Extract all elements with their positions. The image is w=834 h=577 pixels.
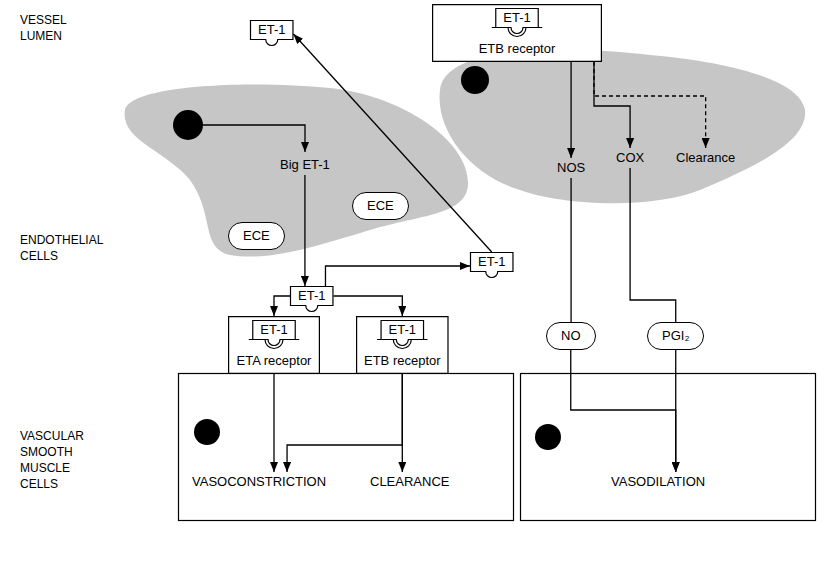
- text-row: NO: [561, 328, 581, 344]
- text-row: ET-1: [470, 252, 513, 272]
- node-text: ECE: [243, 228, 270, 244]
- receptor-border: [229, 317, 320, 374]
- peptide-shape: [496, 9, 538, 34]
- enzyme-box: ECE: [352, 192, 409, 220]
- text-row: ET-1: [250, 20, 293, 40]
- node-text: VASODILATION: [611, 474, 705, 490]
- node-text: NO: [561, 328, 581, 344]
- cell-nucleus: [535, 424, 561, 450]
- text-row: VASOCONSTRICTION: [192, 474, 326, 490]
- receptor-border: [357, 317, 448, 374]
- peptide-shape: [251, 21, 293, 46]
- connector-arrow: [402, 374, 403, 472]
- cell-nucleus: [461, 66, 489, 94]
- enzyme-box: NO: [546, 322, 596, 350]
- peptide-shape: [253, 321, 295, 346]
- text-row: ET-1: [290, 286, 333, 306]
- text-row: CLEARANCE: [370, 474, 449, 490]
- peptide-node: ET-1: [470, 252, 513, 280]
- cell-nucleus: [173, 110, 203, 140]
- text-row: ETA receptor: [236, 353, 312, 369]
- endothelial-cell: [440, 50, 806, 204]
- node-text: ET-1: [470, 252, 513, 272]
- receptor-box: ET-1ETB receptor: [356, 316, 449, 374]
- receptor-border: [433, 5, 602, 62]
- receptor-name: ETA receptor: [237, 353, 312, 369]
- text-row: COX: [616, 150, 644, 166]
- node-text: CLEARANCE: [370, 474, 449, 490]
- connector-arrow: [325, 266, 470, 286]
- peptide-node: ET-1: [290, 286, 333, 314]
- node-text: ECE: [367, 198, 394, 214]
- node-text: ET-1: [290, 286, 333, 306]
- region-label: ENDOTHELIAL CELLS: [20, 232, 108, 264]
- node-text: Clearance: [676, 150, 735, 166]
- receptor-box: ET-1ETA receptor: [228, 316, 320, 374]
- connector-arrow: [293, 34, 491, 252]
- synthesis-arrow: [203, 125, 305, 152]
- enzyme-box: PGI₂: [647, 322, 704, 350]
- receptor-name: ETB receptor: [479, 41, 556, 57]
- text-row: ECE: [367, 198, 394, 214]
- connector-arrow: [570, 178, 571, 322]
- node-text: ET-1: [250, 20, 293, 40]
- receptor-box: ET-1ETB receptor: [432, 4, 602, 62]
- smooth-muscle-cell: [179, 374, 514, 521]
- text-row: ETB receptor: [364, 353, 441, 369]
- text-row: Big ET-1: [280, 157, 330, 173]
- connector-arrow: [570, 62, 571, 158]
- node-text: ET-1: [381, 320, 424, 340]
- text-node: Clearance: [672, 148, 739, 168]
- text-row: ETB receptor: [440, 41, 594, 57]
- connector-arrow: [304, 175, 305, 286]
- connector-arrow: [273, 374, 274, 472]
- connector-arrow: [287, 374, 402, 472]
- endothelial-cell: [125, 84, 468, 256]
- region-label: VESSEL LUMEN: [20, 12, 108, 44]
- enzyme-box: ECE: [228, 222, 285, 250]
- cell-nucleus: [194, 419, 220, 445]
- text-node: CLEARANCE: [366, 472, 453, 492]
- node-text: VASOCONSTRICTION: [192, 474, 326, 490]
- connector-arrow: [594, 62, 706, 148]
- peptide-shape: [291, 287, 333, 312]
- text-row: PGI₂: [662, 328, 689, 344]
- connector-arrow: [274, 296, 290, 316]
- node-text: ET-1: [495, 8, 538, 28]
- peptide-node: ET-1: [250, 20, 293, 48]
- smooth-muscle-cell: [521, 374, 816, 521]
- text-row: ET-1: [364, 320, 441, 340]
- node-text: PGI₂: [662, 328, 689, 344]
- node-text: NOS: [557, 160, 585, 176]
- connector-arrow: [630, 168, 676, 322]
- text-node: VASODILATION: [607, 472, 709, 492]
- text-row: Clearance: [676, 150, 735, 166]
- text-row: NOS: [557, 160, 585, 176]
- node-text: Big ET-1: [280, 157, 330, 173]
- node-text: ET-1: [252, 320, 295, 340]
- text-node: COX: [612, 148, 648, 168]
- text-row: ET-1: [236, 320, 312, 340]
- region-label: VASCULAR SMOOTH MUSCLE CELLS: [20, 428, 108, 492]
- text-row: VASODILATION: [611, 474, 705, 490]
- connector-arrow: [571, 350, 676, 472]
- text-row: ECE: [243, 228, 270, 244]
- text-node: NOS: [553, 158, 589, 178]
- text-node: VASOCONSTRICTION: [188, 472, 330, 492]
- connector-arrow: [675, 350, 676, 472]
- connector-arrow: [594, 62, 630, 148]
- connector-arrow: [333, 296, 402, 316]
- text-node: Big ET-1: [276, 155, 334, 175]
- node-text: COX: [616, 150, 644, 166]
- peptide-shape: [381, 321, 423, 346]
- peptide-shape: [471, 253, 513, 278]
- receptor-name: ETB receptor: [364, 353, 441, 369]
- text-row: ET-1: [440, 8, 594, 28]
